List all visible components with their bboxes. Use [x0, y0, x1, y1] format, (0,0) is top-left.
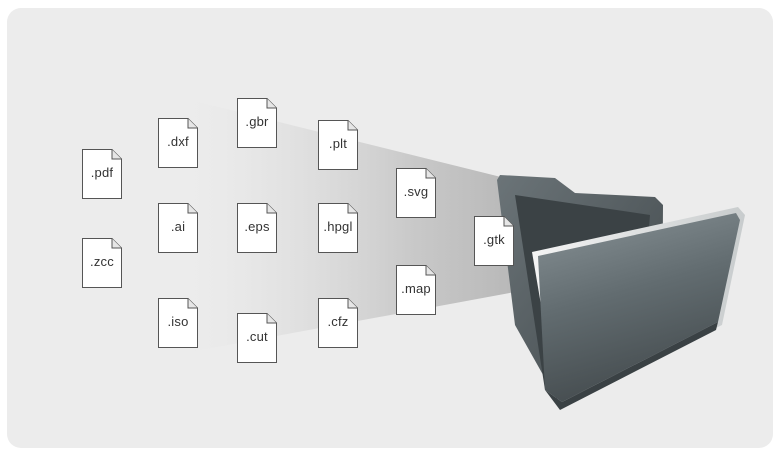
file-label: .gtk: [483, 232, 505, 247]
file-gbr: .gbr: [237, 98, 277, 148]
file-plt: .plt: [318, 120, 358, 170]
file-iso: .iso: [158, 298, 198, 348]
document-icon: [82, 238, 122, 288]
document-icon: [318, 298, 358, 348]
file-svg: .svg: [396, 168, 436, 218]
file-eps: .eps: [237, 203, 277, 253]
document-icon: [237, 98, 277, 148]
file-map: .map: [396, 265, 436, 315]
file-label: .iso: [167, 314, 189, 329]
file-dxf: .dxf: [158, 118, 198, 168]
document-icon: [396, 265, 436, 315]
document-icon: [318, 120, 358, 170]
file-label: .dxf: [167, 134, 189, 149]
document-icon: [396, 168, 436, 218]
file-label: .cut: [246, 329, 268, 344]
document-icon: [158, 298, 198, 348]
document-icon: [158, 203, 198, 253]
file-label: .cfz: [327, 314, 349, 329]
document-icon: [318, 203, 358, 253]
file-label: .hpgl: [323, 219, 353, 234]
file-cut: .cut: [237, 313, 277, 363]
document-icon: [474, 216, 514, 266]
document-icon: [158, 118, 198, 168]
file-label: .map: [401, 281, 431, 296]
file-label: .plt: [328, 136, 348, 151]
file-zcc: .zcc: [82, 238, 122, 288]
file-label: .eps: [244, 219, 270, 234]
document-icon: [82, 149, 122, 199]
file-label: .svg: [403, 184, 429, 199]
file-pdf: .pdf: [82, 149, 122, 199]
file-label: .ai: [170, 219, 186, 234]
document-icon: [237, 313, 277, 363]
file-label: .pdf: [90, 165, 114, 180]
file-hpgl: .hpgl: [318, 203, 358, 253]
file-label: .gbr: [245, 114, 269, 129]
document-icon: [237, 203, 277, 253]
file-ai: .ai: [158, 203, 198, 253]
file-gtk: .gtk: [474, 216, 514, 266]
file-label: .zcc: [90, 254, 114, 269]
file-cfz: .cfz: [318, 298, 358, 348]
